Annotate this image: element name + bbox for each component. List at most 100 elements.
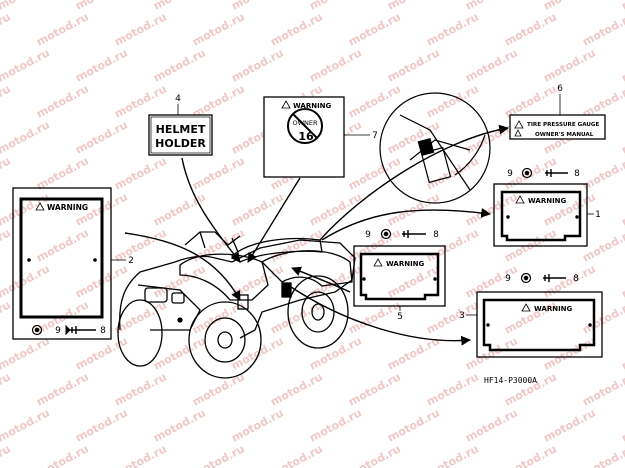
watermark-text: motod.ru — [112, 154, 169, 192]
warning-label-3: WARNING — [476, 291, 603, 358]
watermark-text: motod.ru — [385, 0, 442, 13]
watermark-text: motod.ru — [502, 442, 559, 468]
warning-2-word: WARNING — [47, 203, 88, 212]
watermark-text: motod.ru — [0, 154, 13, 192]
watermark-text: motod.ru — [151, 190, 208, 228]
watermark-text: motod.ru — [541, 0, 598, 13]
watermark-text: motod.ru — [268, 226, 325, 264]
watermark-text: motod.ru — [541, 262, 598, 300]
watermark-text: motod.ru — [0, 46, 52, 84]
watermark-text: motod.ru — [34, 10, 91, 48]
watermark-text: motod.ru — [34, 442, 91, 468]
inset-detail — [379, 92, 491, 204]
callout-9-label-1: 9 — [507, 169, 513, 179]
watermark-text: motod.ru — [307, 46, 364, 84]
watermark-text: motod.ru — [307, 0, 364, 13]
watermark-text: motod.ru — [424, 154, 481, 192]
watermark-text: motod.ru — [151, 0, 208, 13]
age-warning-word: WARNING — [293, 102, 332, 110]
callout-6: 6 — [557, 84, 563, 94]
watermark-text: motod.ru — [346, 82, 403, 120]
watermark-text: motod.ru — [619, 46, 625, 84]
watermark-text: motod.ru — [619, 334, 625, 372]
watermark-text: motod.ru — [112, 10, 169, 48]
watermark-text: motod.ru — [0, 262, 52, 300]
callout-8-label-2: 8 — [100, 326, 106, 336]
watermark-text: motod.ru — [541, 46, 598, 84]
watermark-text: motod.ru — [190, 154, 247, 192]
watermark-text: motod.ru — [268, 370, 325, 408]
watermark-text: motod.ru — [619, 190, 625, 228]
watermark-text: motod.ru — [190, 10, 247, 48]
watermark-text: motod.ru — [580, 370, 625, 408]
watermark-text: motod.ru — [0, 118, 52, 156]
callout-4: 4 — [175, 94, 181, 104]
watermark-text: motod.ru — [34, 82, 91, 120]
watermark-text: motod.ru — [346, 298, 403, 336]
watermark-text: motod.ru — [0, 334, 52, 372]
watermark-text: motod.ru — [424, 298, 481, 336]
callout-8-label-3: 8 — [573, 274, 579, 284]
watermark-text: motod.ru — [229, 46, 286, 84]
watermark-text: motod.ru — [151, 46, 208, 84]
watermark-text: motod.ru — [307, 406, 364, 444]
watermark-text: motod.ru — [385, 406, 442, 444]
tire-gauge-text: TIRE PRESSURE GAUGE — [527, 122, 600, 128]
watermark-text: motod.ru — [112, 370, 169, 408]
watermark-text: motod.ru — [307, 334, 364, 372]
watermark-text: motod.ru — [541, 334, 598, 372]
callout-5: 5 — [397, 312, 403, 322]
watermark-text: motod.ru — [463, 46, 520, 84]
fastener-set-label-3 — [520, 272, 566, 284]
watermark-text: motod.ru — [463, 406, 520, 444]
watermark-text: motod.ru — [73, 0, 130, 13]
atv-illustration — [117, 231, 356, 379]
watermark-text: motod.ru — [0, 442, 13, 468]
watermark-text: motod.ru — [0, 226, 13, 264]
watermark-text: motod.ru — [229, 406, 286, 444]
callout-7: 7 — [372, 131, 378, 141]
warning-1-word: WARNING — [528, 197, 567, 205]
watermark-text: motod.ru — [151, 406, 208, 444]
watermark-text: motod.ru — [385, 46, 442, 84]
callout-9-label-3: 9 — [505, 274, 511, 284]
watermark-text: motod.ru — [580, 442, 625, 468]
fastener-set-label-2 — [31, 324, 96, 336]
watermark-text: motod.ru — [463, 190, 520, 228]
watermark-text: motod.ru — [424, 370, 481, 408]
warning-label-5: WARNING — [353, 245, 446, 307]
fastener-set-label-1 — [521, 167, 568, 179]
watermark-text: motod.ru — [268, 10, 325, 48]
callout-2: 2 — [128, 256, 134, 266]
watermark-text: motod.ru — [463, 262, 520, 300]
watermark-text: motod.ru — [580, 10, 625, 48]
watermark-text: motod.ru — [112, 442, 169, 468]
callout-8-label-1: 8 — [574, 169, 580, 179]
watermark-text: motod.ru — [0, 82, 13, 120]
watermark-text: motod.ru — [580, 298, 625, 336]
watermark-text: motod.ru — [73, 406, 130, 444]
age-warning-label: WARNING OWNER 16 — [263, 96, 345, 178]
leader-arrows — [124, 124, 509, 346]
warning-5-word: WARNING — [386, 260, 425, 268]
callout-9-label-5: 9 — [365, 230, 371, 240]
watermark-text: motod.ru — [346, 10, 403, 48]
age-number: 16 — [298, 130, 314, 143]
helmet-line-1: HELMET — [156, 123, 206, 136]
watermark-text: motod.ru — [73, 334, 130, 372]
warning-3-word: WARNING — [534, 305, 573, 313]
watermark-text: motod.ru — [424, 10, 481, 48]
watermark-text: motod.ru — [619, 118, 625, 156]
watermark-text: motod.ru — [34, 370, 91, 408]
callout-1: 1 — [595, 210, 601, 220]
watermark-text: motod.ru — [34, 226, 91, 264]
owner-word: OWNER — [292, 119, 318, 127]
watermark-text: motod.ru — [190, 442, 247, 468]
watermark-text: motod.ru — [424, 82, 481, 120]
callout-3: 3 — [459, 311, 465, 321]
watermark-text: motod.ru — [268, 442, 325, 468]
watermark-text: motod.ru — [619, 406, 625, 444]
helmet-holder-label: HELMET HOLDER — [148, 114, 213, 156]
watermark-text: motod.ru — [463, 334, 520, 372]
